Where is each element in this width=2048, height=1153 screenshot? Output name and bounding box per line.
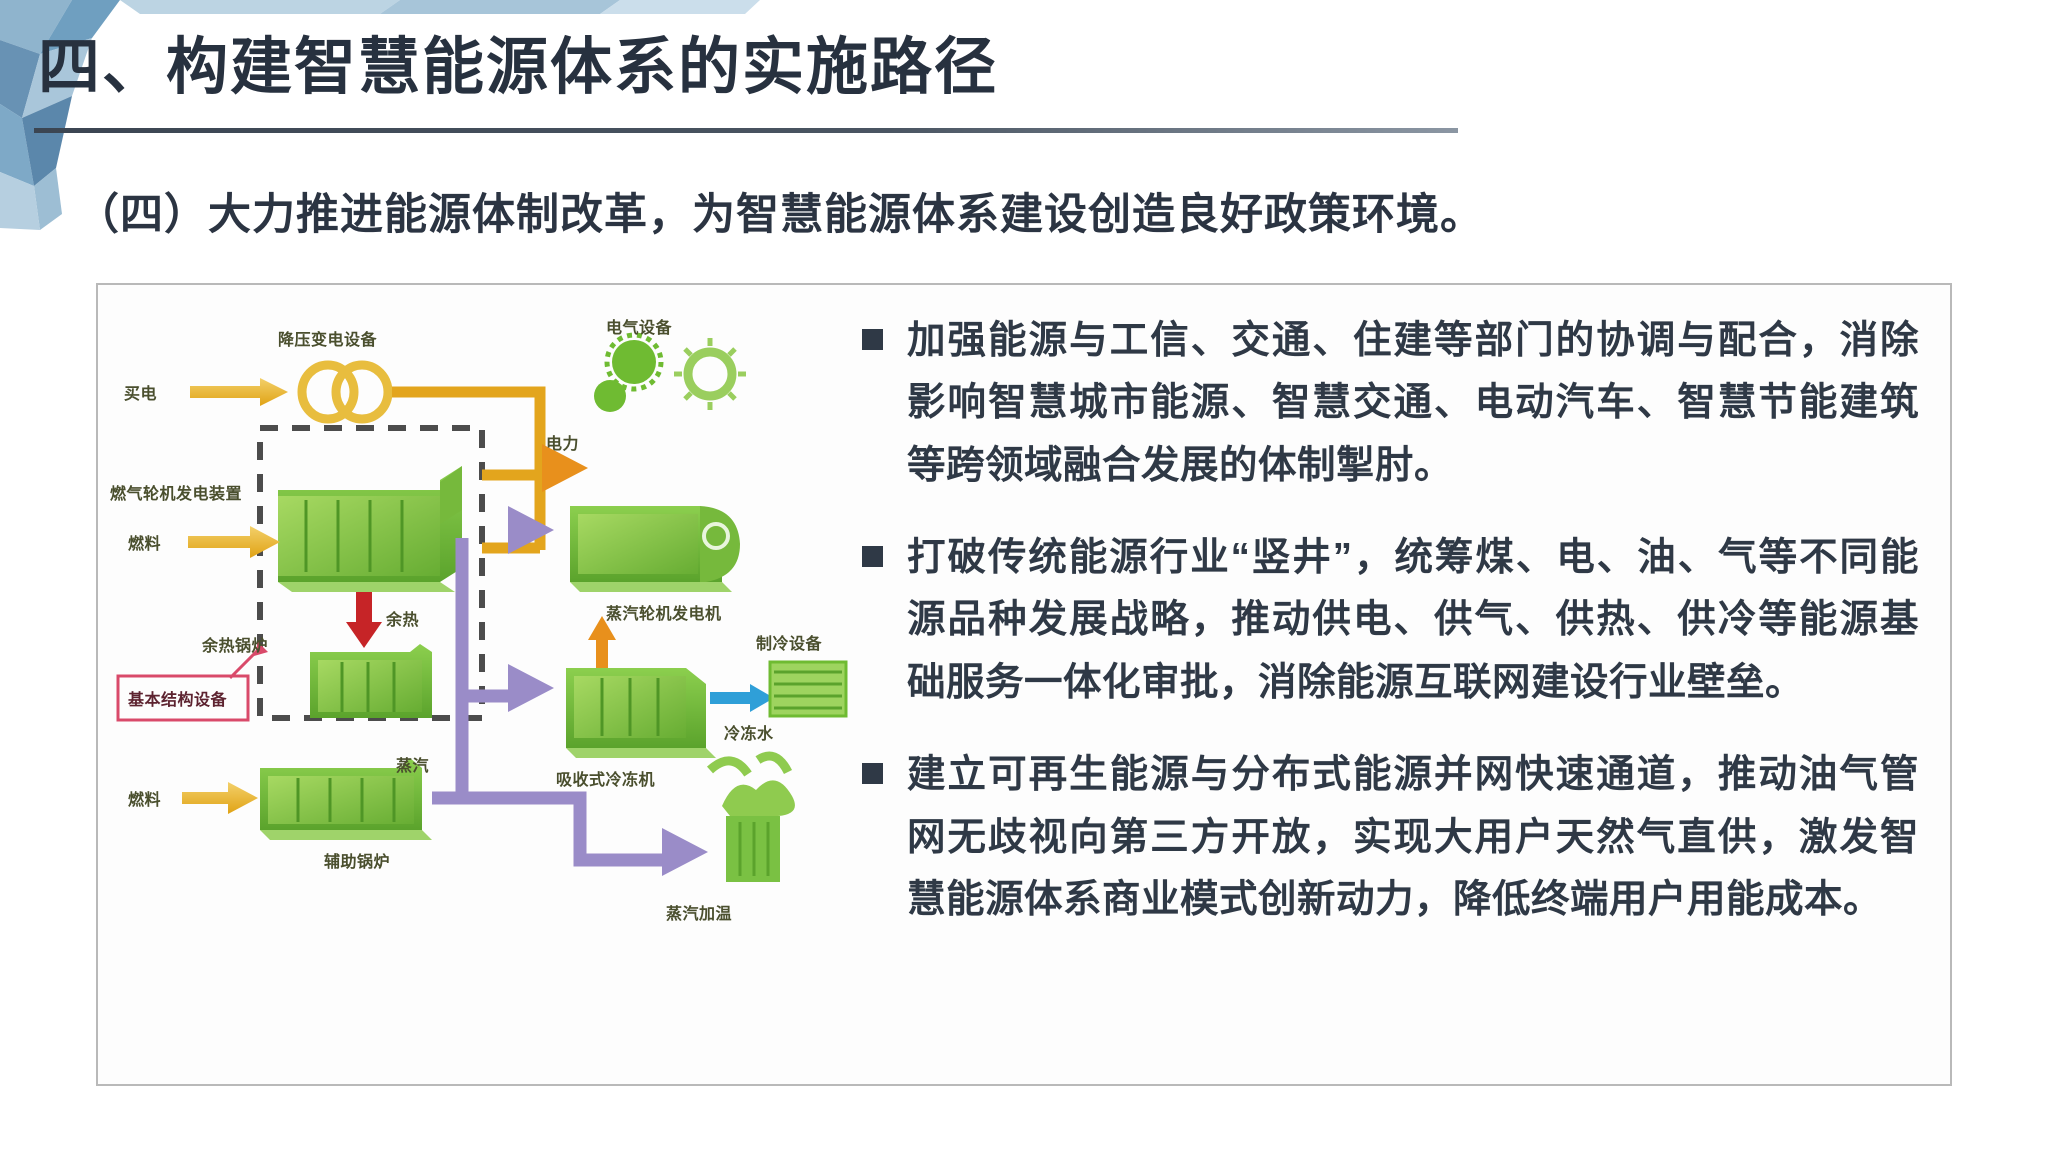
bullet-text: 建立可再生能源与分布式能源并网快速通道，推动油气管网无歧视向第三方开放，实现大用… — [907, 753, 1919, 921]
square-bullet-icon — [862, 546, 883, 568]
label-waste-heat-boiler: 余热锅炉 — [202, 638, 269, 655]
bullet-text: 打破传统能源行业“竖井”，统筹煤、电、油、气等不同能源品种发展战略，推动供电、供… — [907, 536, 1919, 704]
bullet-text: 加强能源与工信、交通、住建等部门的协调与配合，消除影响智慧城市能源、智慧交通、电… — [907, 319, 1919, 487]
label-electric-power: 电力 — [546, 436, 580, 453]
label-fuel-1: 燃料 — [128, 536, 162, 553]
arrow-steam-to-turbine — [508, 506, 554, 554]
auxiliary-boiler-icon — [260, 758, 432, 840]
bullet-list: 加强能源与工信、交通、住建等部门的协调与配合，消除影响智慧城市能源、智慧交通、电… — [862, 310, 1922, 961]
gas-turbine-genset-icon — [278, 466, 462, 592]
electric-equipment-icon — [594, 332, 746, 412]
arrow-steam-to-chiller — [508, 664, 554, 712]
basic-structure-callout — [116, 642, 268, 722]
label-electric-equipment: 电气设备 — [606, 320, 673, 337]
transformer-icon — [297, 360, 393, 424]
label-steam-heating: 蒸汽加温 — [666, 906, 733, 923]
label-chilled-water: 冷冻水 — [724, 726, 774, 743]
energy-system-diagram: 买电 降压变电设备 燃气轮机发电装置 燃料 余热 余热锅炉 基本结构设备 蒸汽 … — [110, 300, 870, 970]
arrow-generator-to-electric — [588, 616, 616, 672]
diagram-svg — [116, 332, 848, 882]
refrigeration-equipment-icon — [768, 660, 848, 718]
flow-fuel-1 — [188, 526, 280, 558]
label-fuel-2: 燃料 — [128, 792, 162, 809]
bullet-item: 建立可再生能源与分布式能源并网快速通道，推动油气管网无歧视向第三方开放，实现大用… — [862, 744, 1922, 931]
bullet-item: 打破传统能源行业“竖井”，统筹煤、电、油、气等不同能源品种发展战略，推动供电、供… — [862, 527, 1922, 714]
label-waste-heat: 余热 — [386, 612, 420, 629]
label-step-down-substation: 降压变电设备 — [278, 332, 378, 349]
label-gas-turbine-genset: 燃气轮机发电装置 — [110, 486, 243, 503]
bullet-item: 加强能源与工信、交通、住建等部门的协调与配合，消除影响智慧城市能源、智慧交通、电… — [862, 310, 1922, 497]
label-absorption-chiller: 吸收式冷冻机 — [556, 772, 656, 789]
steam-heating-icon — [706, 751, 795, 882]
waste-heat-boiler-icon — [310, 644, 432, 718]
title-divider — [34, 128, 1458, 133]
square-bullet-icon — [862, 763, 883, 785]
flow-buy-power — [190, 378, 288, 406]
label-steam-turbine-generator: 蒸汽轮机发电机 — [606, 606, 722, 623]
steam-to-heating-line — [462, 791, 666, 867]
arrow-to-electric-equipment — [542, 444, 588, 492]
label-buy-power: 买电 — [124, 386, 158, 403]
square-bullet-icon — [862, 329, 883, 350]
flow-fuel-2 — [182, 782, 258, 814]
label-steam: 蒸汽 — [396, 758, 430, 775]
arrow-chilled-water — [710, 684, 774, 712]
arrow-steam-heating — [662, 828, 708, 876]
section-subtitle: （四）大力推进能源体制改革，为智慧能源体系建设创造良好政策环境。 — [76, 191, 1484, 239]
page-title: 四、构建智慧能源体系的实施路径 — [38, 33, 999, 102]
arrow-waste-heat-down — [346, 592, 382, 648]
bulb-icon — [674, 338, 746, 410]
decorative-polygons-top — [120, 0, 760, 14]
label-refrigeration-equipment: 制冷设备 — [756, 636, 823, 653]
label-auxiliary-boiler: 辅助锅炉 — [324, 854, 391, 871]
absorption-chiller-icon — [566, 668, 716, 758]
label-basic-structure-equipment: 基本结构设备 — [128, 692, 228, 709]
steam-turbine-generator-icon — [570, 506, 740, 592]
